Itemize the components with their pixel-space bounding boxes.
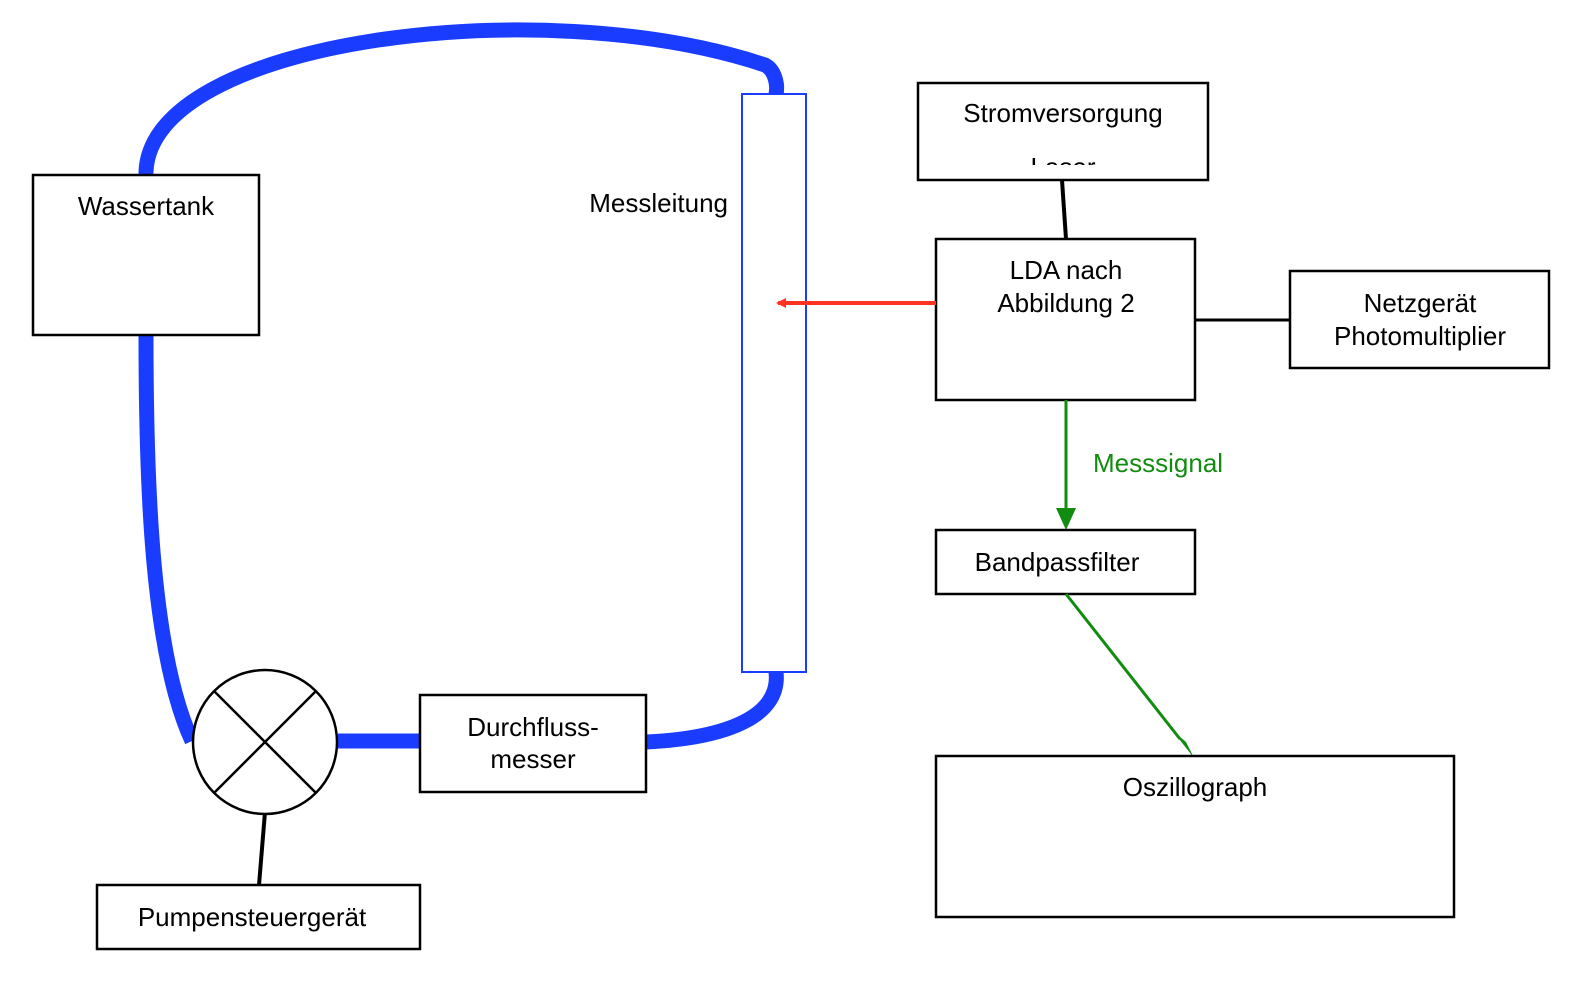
bandpassfilter-label: Bandpassfilter (975, 547, 1140, 577)
lda-box: LDA nach Abbildung 2 (934, 237, 1197, 402)
connector-strom-to-lda (1060, 179, 1068, 240)
oszillograph-box: Oszillograph (934, 754, 1456, 919)
messsignal-label: Messsignal (1093, 448, 1223, 478)
messsignal-arrow (1056, 400, 1076, 530)
messleitung-label: Messleitung (589, 188, 728, 218)
lda-label-line1: LDA nach (1010, 255, 1123, 285)
messleitung-tube (741, 93, 807, 673)
pumpensteuergeraet-label: Pumpensteuergerät (138, 902, 367, 932)
pipe-tank-to-pump (138, 334, 199, 745)
wassertank-box: Wassertank (31, 173, 261, 337)
bandpassfilter-box: Bandpassfilter (934, 528, 1197, 596)
wassertank-label: Wassertank (78, 191, 215, 221)
pipe-durchfluss-to-messleitung (645, 671, 784, 750)
pump-circle-x-icon (191, 668, 339, 816)
durchflussmesser-box: Durchfluss- messer (418, 693, 648, 794)
pumpensteuergeraet-box: Pumpensteuergerät (95, 883, 422, 951)
durchfluss-label-line2: messer (490, 744, 576, 774)
water-loop (138, 22, 785, 750)
connector-pump-to-steuergeraet (257, 811, 267, 886)
netzgeraet-label-line2: Photomultiplier (1334, 321, 1506, 351)
netzgeraet-box: Netzgerät Photomultiplier (1288, 269, 1551, 370)
pipe-tank-to-messleitung (138, 22, 785, 180)
stromversorgung-label-line1: Stromversorgung (963, 98, 1162, 128)
netzgeraet-label-line1: Netzgerät (1364, 288, 1477, 318)
stromversorgung-box: Stromversorgung Laser (916, 81, 1210, 182)
durchfluss-label-line1: Durchfluss- (467, 712, 598, 742)
bandpass-to-oszillograph-arrow (1064, 593, 1194, 758)
oszillograph-label: Oszillograph (1123, 772, 1268, 802)
stromversorgung-label-line2: Laser (1030, 152, 1095, 182)
lda-label-line2: Abbildung 2 (997, 288, 1134, 318)
